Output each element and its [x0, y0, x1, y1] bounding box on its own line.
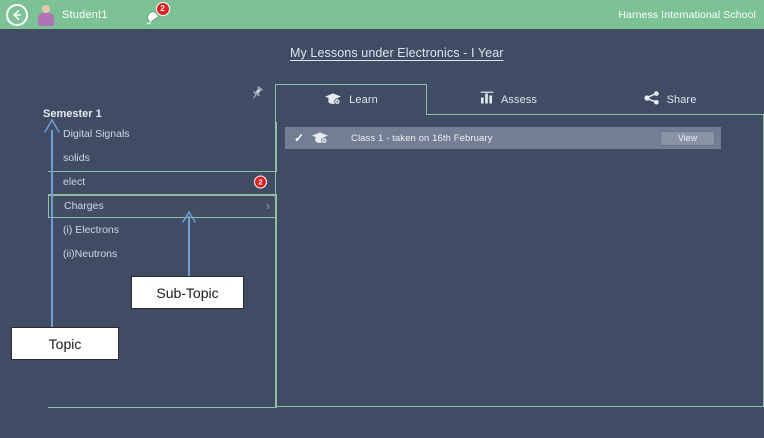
page-title: My Lessons under Electronics - I Year	[290, 46, 504, 60]
tab-learn[interactable]: Learn	[275, 84, 427, 115]
sidebar-item-solids[interactable]: solids	[48, 146, 277, 170]
tree-item-label: Charges	[64, 200, 104, 212]
back-arrow-icon	[11, 9, 23, 21]
tree-item-label: (i) Electrons	[63, 224, 120, 236]
tab-label: Assess	[500, 93, 538, 106]
avatar-body	[38, 12, 54, 26]
checkmark-icon: ✓	[293, 131, 305, 145]
notification-badge: 2	[155, 1, 170, 16]
tab-bar: Learn Assess	[275, 84, 764, 115]
user-name-label: Student1	[62, 8, 108, 21]
graduation-cap-icon	[324, 92, 342, 109]
user-avatar[interactable]	[38, 4, 54, 26]
panel-top-border	[427, 114, 764, 115]
tree-group-lower-border	[48, 195, 277, 408]
subtopic-annotation-arrowhead	[181, 210, 197, 229]
tab-label: Share	[666, 93, 697, 106]
share-nodes-icon	[643, 91, 660, 108]
lesson-title: Class 1 - taken on 16th February	[351, 132, 493, 144]
chevron-right-icon: ›	[266, 199, 270, 213]
pushpin-icon[interactable]	[249, 85, 265, 101]
bar-chart-icon	[480, 91, 494, 108]
back-button[interactable]	[6, 3, 28, 26]
subtopic-annotation-label: Sub-Topic	[131, 276, 244, 309]
lesson-content-panel	[275, 114, 764, 407]
subtopic-annotation-line	[188, 216, 190, 276]
tree-group-divider	[48, 171, 277, 172]
avatar-head	[42, 4, 50, 13]
sidebar-item-elect[interactable]: elect 2	[48, 170, 277, 194]
sidebar-item-neutrons[interactable]: (ii)Neutrons	[48, 242, 277, 266]
tab-share[interactable]: Share	[590, 84, 750, 115]
tree-item-label: solids	[63, 152, 90, 164]
view-button[interactable]: View	[660, 130, 715, 146]
tree-item-label: (ii)Neutrons	[63, 248, 118, 260]
sidebar-item-charges[interactable]: Charges ›	[48, 194, 277, 218]
topic-annotation-label: Topic	[11, 327, 119, 360]
top-header-bar: Student1 2 Harness International School	[0, 0, 764, 29]
tree-item-list: Digital Signals solids elect 2 Charges ›…	[48, 122, 277, 266]
tree-group-upper-border	[48, 122, 277, 172]
topic-annotation-line	[51, 130, 53, 327]
topic-annotation-arrowhead	[43, 118, 61, 139]
sidebar-item-digital-signals[interactable]: Digital Signals	[48, 122, 277, 146]
tree-item-label: Digital Signals	[63, 128, 130, 140]
tab-label: Learn	[349, 94, 378, 106]
status-badge: 2	[254, 175, 267, 189]
notification-bell-button[interactable]: 2	[144, 1, 170, 27]
school-name-label: Harness International School	[618, 8, 756, 21]
lesson-tree-sidebar: Semester 1 Digital Signals solids elect …	[0, 0, 290, 438]
tree-root-label: Semester 1	[43, 108, 102, 120]
graduation-cap-icon	[311, 131, 329, 145]
table-row[interactable]: ✓ Class 1 - taken on 16th February View	[285, 127, 721, 149]
tab-assess[interactable]: Assess	[427, 84, 590, 115]
sidebar-item-electrons[interactable]: (i) Electrons	[48, 218, 277, 242]
tree-item-label: elect	[63, 176, 86, 188]
